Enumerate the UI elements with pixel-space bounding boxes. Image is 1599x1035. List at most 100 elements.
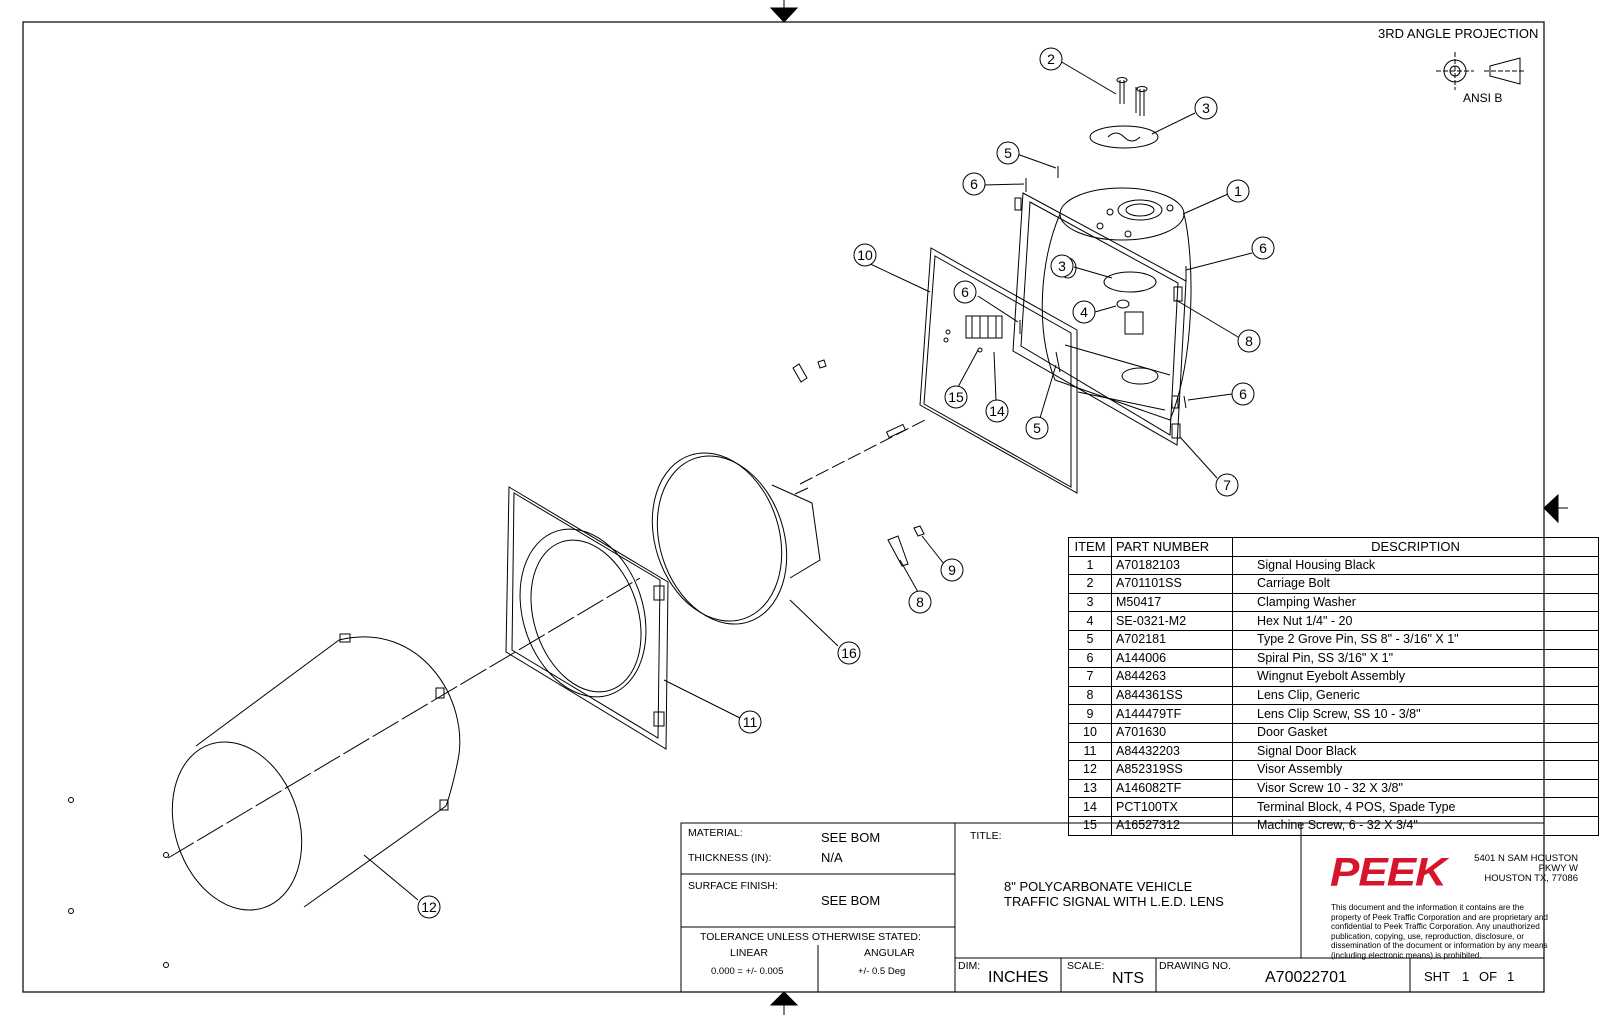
bom-header-item: ITEM bbox=[1068, 537, 1112, 557]
balloon-number: 11 bbox=[743, 714, 758, 730]
bom-item: 8 bbox=[1068, 685, 1112, 706]
item-balloon: 6 bbox=[1231, 382, 1255, 406]
bom-description: Machine Screw, 6 - 32 X 3/4" bbox=[1232, 815, 1599, 836]
drawing-number: A70022701 bbox=[1265, 969, 1347, 986]
item-balloon: 16 bbox=[837, 641, 861, 665]
bom-part-number: A144006 bbox=[1111, 648, 1233, 669]
finish-label: SURFACE FINISH: bbox=[688, 880, 778, 892]
balloon-number: 2 bbox=[1047, 51, 1055, 67]
bom-part-number: PCT100TX bbox=[1111, 797, 1233, 817]
scale-value: NTS bbox=[1112, 970, 1144, 987]
clamping-washer-inner bbox=[1103, 271, 1157, 293]
bom-description: Wingnut Eyebolt Assembly bbox=[1232, 667, 1599, 687]
balloon-number: 1 bbox=[1234, 183, 1242, 199]
bom-part-number: A852319SS bbox=[1111, 760, 1233, 780]
bom-part-number: A146082TF bbox=[1111, 778, 1233, 799]
lens-clip-2 bbox=[792, 363, 808, 383]
bom-description: Signal Housing Black bbox=[1232, 555, 1599, 576]
balloon-number: 3 bbox=[1202, 100, 1210, 116]
bom-item: 15 bbox=[1068, 815, 1112, 836]
balloon-number: 4 bbox=[1080, 304, 1088, 320]
item-balloon: 6 bbox=[953, 280, 977, 304]
item-balloon: 8 bbox=[1237, 329, 1261, 353]
bom-description: Visor Screw 10 - 32 X 3/8" bbox=[1232, 778, 1599, 799]
bom-item: 12 bbox=[1068, 760, 1112, 780]
bom-description: Carriage Bolt bbox=[1232, 574, 1599, 594]
item-balloon: 3 bbox=[1050, 254, 1074, 278]
item-balloon: 10 bbox=[853, 243, 877, 267]
bom-header-desc: DESCRIPTION bbox=[1232, 537, 1599, 557]
item-balloon: 6 bbox=[1251, 236, 1275, 260]
bom-description: Type 2 Grove Pin, SS 8" - 3/16" X 1" bbox=[1232, 629, 1599, 650]
item-balloon: 5 bbox=[1025, 416, 1049, 440]
confidentiality-notice: This document and the information it con… bbox=[1331, 903, 1548, 960]
bom-part-number: A701630 bbox=[1111, 722, 1233, 743]
address-line-2: PKWY W bbox=[1538, 863, 1578, 874]
door-gasket bbox=[919, 247, 1078, 494]
signal-door bbox=[505, 486, 669, 750]
projection-symbol bbox=[1436, 52, 1526, 90]
material-value: SEE BOM bbox=[821, 830, 881, 845]
drawing-no-label: DRAWING NO. bbox=[1159, 960, 1231, 972]
bom-part-number: A16527312 bbox=[1111, 815, 1233, 836]
balloon-number: 16 bbox=[841, 645, 857, 661]
balloon-number: 12 bbox=[421, 899, 437, 915]
balloon-number: 5 bbox=[1033, 420, 1041, 436]
bom-part-number: M50417 bbox=[1111, 592, 1233, 613]
item-balloon: 8 bbox=[908, 590, 932, 614]
address-line-1: 5401 N SAM HOUSTON bbox=[1474, 853, 1578, 864]
bom-item: 10 bbox=[1068, 722, 1112, 743]
projection-label: 3RD ANGLE PROJECTION bbox=[1378, 26, 1539, 41]
bom-item: 9 bbox=[1068, 704, 1112, 724]
item-balloon: 5 bbox=[996, 141, 1020, 165]
bom-item: 11 bbox=[1068, 741, 1112, 762]
angular-value: +/- 0.5 Deg bbox=[858, 966, 906, 977]
bom-part-number: A84432203 bbox=[1111, 741, 1233, 762]
item-balloon: 2 bbox=[1039, 47, 1063, 71]
item-balloon: 6 bbox=[962, 172, 986, 196]
bom-header-part: PART NUMBER bbox=[1111, 537, 1233, 557]
balloon-number: 15 bbox=[948, 389, 964, 405]
item-balloon: 14 bbox=[985, 399, 1009, 423]
bom-item: 4 bbox=[1068, 611, 1112, 631]
led-lens bbox=[651, 452, 821, 625]
projection-standard: ANSI B bbox=[1463, 91, 1503, 105]
bom-item: 1 bbox=[1068, 555, 1112, 576]
bom-part-number: A844263 bbox=[1111, 667, 1233, 687]
balloon-number: 8 bbox=[916, 594, 924, 610]
sheet-label: SHT bbox=[1424, 969, 1450, 984]
balloon-number: 3 bbox=[1058, 258, 1066, 274]
bom-description: Visor Assembly bbox=[1232, 760, 1599, 780]
peek-logo: PEEK bbox=[1330, 850, 1447, 895]
bom-item: 14 bbox=[1068, 797, 1112, 817]
thickness-label: THICKNESS (IN): bbox=[688, 852, 772, 864]
bom-item: 6 bbox=[1068, 648, 1112, 669]
sheet-number: 1 bbox=[1462, 969, 1470, 984]
item-balloon: 1 bbox=[1226, 179, 1250, 203]
bom-description: Door Gasket bbox=[1232, 722, 1599, 743]
balloon-number: 14 bbox=[989, 403, 1005, 419]
balloon-number: 10 bbox=[857, 247, 873, 263]
sheet-of: OF bbox=[1479, 969, 1498, 984]
item-balloon: 3 bbox=[1194, 96, 1218, 120]
bom-part-number: A844361SS bbox=[1111, 685, 1233, 706]
lens-clip bbox=[887, 535, 909, 567]
balloon-number: 5 bbox=[1004, 145, 1012, 161]
bom-part-number: A144479TF bbox=[1111, 704, 1233, 724]
bom-item: 13 bbox=[1068, 778, 1112, 799]
bom-description: Lens Clip, Generic bbox=[1232, 685, 1599, 706]
balloon-number: 9 bbox=[948, 562, 956, 578]
